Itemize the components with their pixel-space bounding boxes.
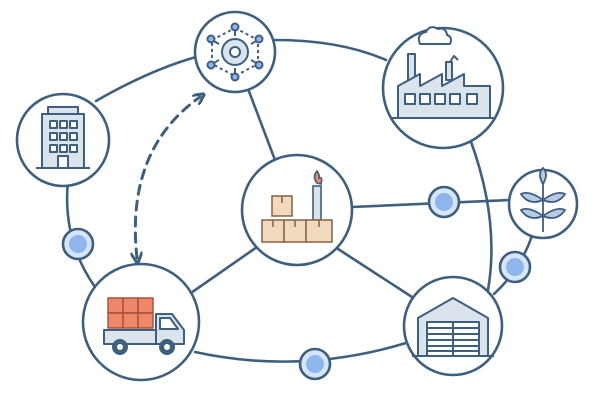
node-factory [381, 26, 505, 150]
node-agriculture [507, 166, 579, 240]
connector-dot-left [61, 227, 95, 261]
link-hub-factory [273, 38, 388, 62]
node-truck [81, 262, 201, 382]
link-plant-warehouse [333, 245, 414, 299]
node-office [15, 92, 111, 188]
link-office-hub [94, 55, 198, 103]
network-gear-icon [206, 22, 264, 82]
connector-dots [61, 185, 532, 381]
node-warehouse [402, 275, 504, 377]
node-plant [240, 153, 354, 267]
node-hub [193, 10, 277, 94]
link-factory-warehouse [468, 137, 493, 292]
warehouse-icon [412, 297, 494, 357]
dashed-exchange-arrow [135, 97, 200, 258]
link-plant-truck [186, 245, 259, 297]
office-building-icon [36, 106, 90, 169]
delivery-truck-icon [103, 297, 185, 355]
plant-leaves-icon [519, 166, 567, 232]
factory-icon [392, 26, 496, 119]
connector-dot-right-lower [498, 250, 532, 284]
connector-dot-bottom [298, 347, 332, 381]
connector-dot-right-middle [427, 185, 461, 219]
link-hub-plant [245, 84, 277, 162]
production-plant-boxes-icon [261, 169, 333, 243]
